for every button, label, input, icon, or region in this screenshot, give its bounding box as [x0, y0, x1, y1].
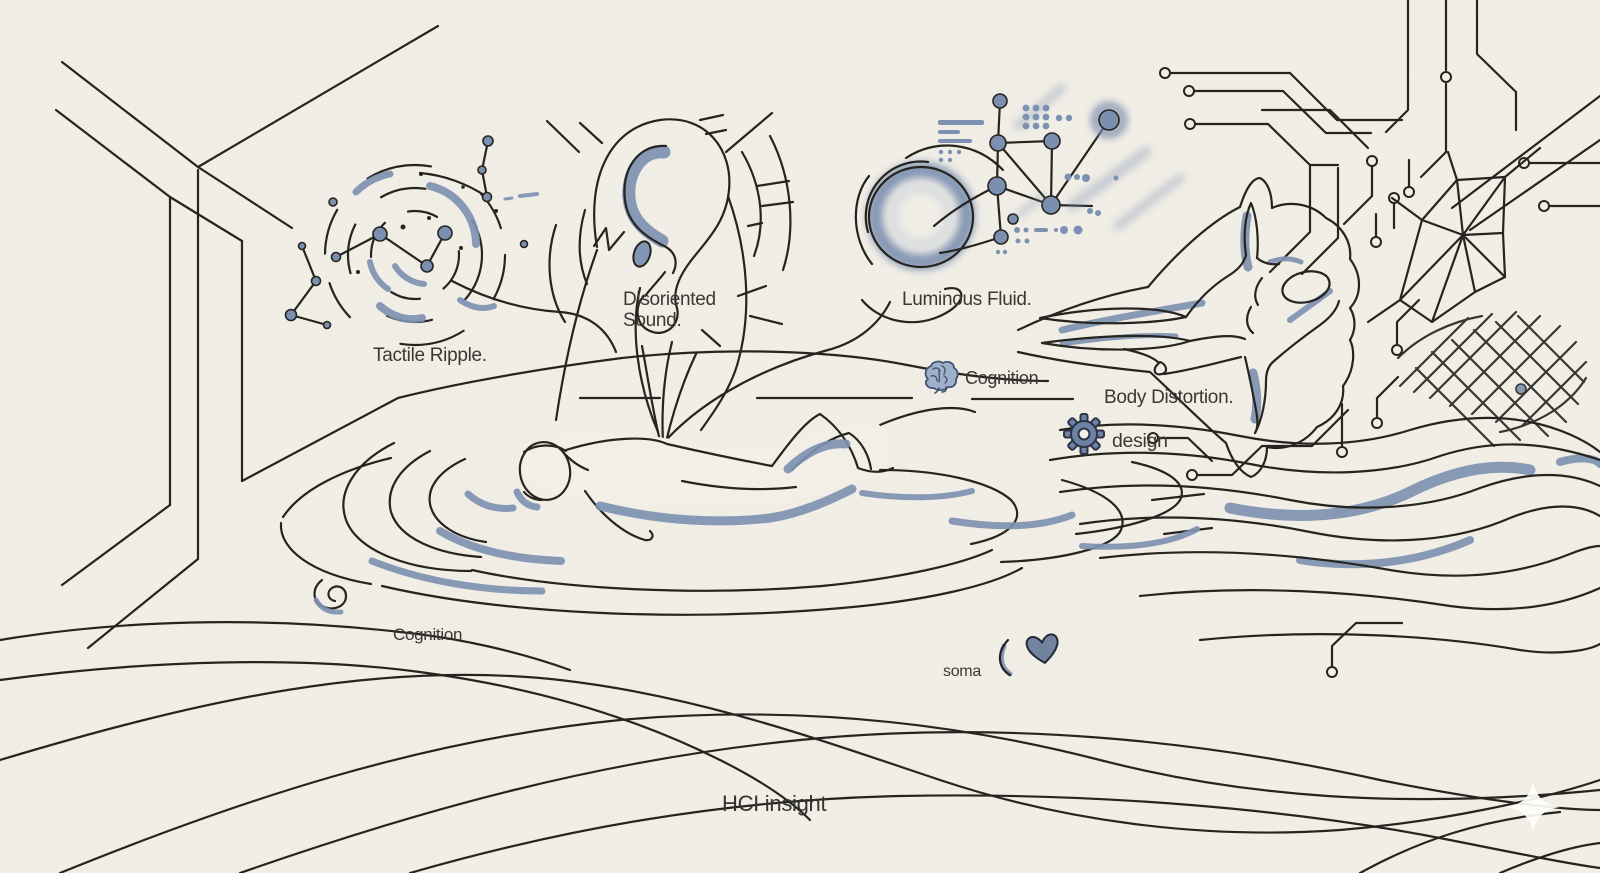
- label-cognition-upper: Cognition: [965, 368, 1039, 388]
- heart-icon: [1025, 633, 1059, 664]
- label-disoriented-sound: Disoriented Sound.: [623, 289, 716, 332]
- room-corner-sketch: [54, 24, 624, 650]
- crosshatch-grid: [1396, 310, 1588, 448]
- circuit-traces: [1147, 0, 1600, 678]
- tactile-ripple-sketch: [284, 135, 618, 354]
- floating-figure-sketch: [279, 350, 1200, 616]
- data-specks: [938, 104, 1119, 255]
- label-soma: soma: [943, 663, 981, 680]
- brain-icon: [924, 360, 959, 394]
- label-tactile-ripple: Tactile Ripple.: [373, 345, 487, 366]
- label-hci-insight: HCI insight: [722, 791, 827, 816]
- comet-streaks: [1013, 83, 1185, 231]
- flow-waves-right: [1048, 416, 1600, 654]
- label-body-distortion: Body Distortion.: [1104, 387, 1234, 408]
- label-cognition-lower: Cognition: [393, 625, 463, 644]
- luminous-fluid-sketch: [854, 83, 1185, 324]
- ear-sketch: [503, 111, 892, 445]
- label-design: design: [1112, 430, 1168, 452]
- soma-crescent: [998, 638, 1013, 677]
- mesh-wireframe: [1366, 146, 1542, 324]
- gear-icon: [1063, 413, 1105, 455]
- sparkle-icon: [1506, 780, 1560, 834]
- label-luminous-fluid: Luminous Fluid.: [902, 289, 1032, 310]
- bottom-curves: [0, 621, 1600, 873]
- body-distortion-sketch: [1016, 176, 1361, 479]
- rule-lines: [578, 396, 1075, 401]
